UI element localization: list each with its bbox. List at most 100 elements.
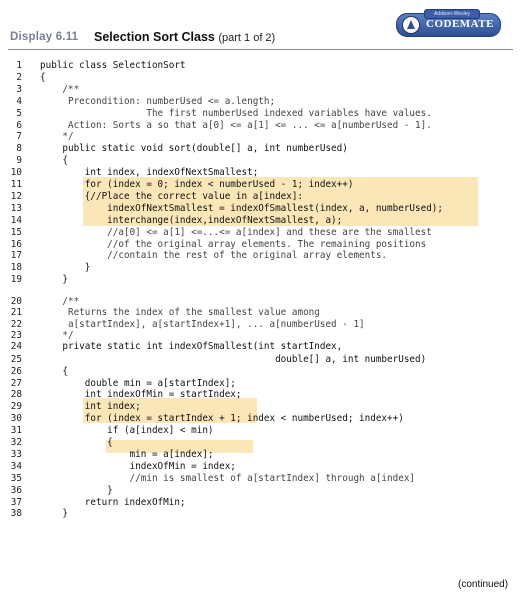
line-number: 18 bbox=[10, 262, 22, 274]
line-number: 16 bbox=[10, 238, 22, 250]
line-number: 15 bbox=[10, 226, 22, 238]
code-text: public class SelectionSort bbox=[40, 60, 186, 71]
code-text: } bbox=[40, 484, 113, 496]
code-line: 36 } bbox=[0, 485, 521, 497]
code-line: 14 interchange(index,indexOfNextSmallest… bbox=[0, 215, 521, 227]
code-line: 8 public static void sort(double[] a, in… bbox=[0, 143, 521, 155]
code-text: for (index = startIndex + 1; index < num… bbox=[40, 413, 404, 425]
code-line: 4 Precondition: numberUsed <= a.length; bbox=[0, 96, 521, 108]
code-text: int index, indexOfNextSmallest; bbox=[40, 167, 259, 179]
code-line: 9 { bbox=[0, 155, 521, 167]
header-rule bbox=[8, 49, 513, 50]
code-text: } bbox=[40, 508, 68, 520]
line-number: 25 bbox=[10, 353, 22, 365]
code-line: 5 The first numberUsed indexed variables… bbox=[0, 108, 521, 120]
code-line: 2{ bbox=[0, 72, 521, 84]
code-line: 37 return indexOfMin; bbox=[0, 497, 521, 509]
code-text: double min = a[startIndex]; bbox=[40, 377, 236, 389]
line-number: 21 bbox=[10, 307, 22, 319]
code-text: indexOfNextSmallest = indexOfSmallest(in… bbox=[40, 202, 443, 214]
code-text: { bbox=[40, 71, 46, 83]
code-line: 19 } bbox=[0, 274, 521, 286]
code-line: 28 int indexOfMin = startIndex; bbox=[0, 389, 521, 401]
code-text: int indexOfMin = startIndex; bbox=[40, 389, 242, 401]
code-line: 33 min = a[index]; bbox=[0, 449, 521, 461]
code-line: 24 private static int indexOfSmallest(in… bbox=[0, 341, 521, 353]
code-text: The first numberUsed indexed variables h… bbox=[40, 107, 432, 119]
code-line: 21 Returns the index of the smallest val… bbox=[0, 307, 521, 319]
code-line: 11 for (index = 0; index < numberUsed - … bbox=[0, 179, 521, 191]
code-text: //min is smallest of a[startIndex] throu… bbox=[40, 472, 416, 484]
code-line: 12 {//Place the correct value in a[index… bbox=[0, 191, 521, 203]
code-text: Returns the index of the smallest value … bbox=[40, 307, 320, 319]
display-part: (part 1 of 2) bbox=[218, 32, 276, 44]
line-number: 2 bbox=[16, 71, 22, 83]
line-number: 30 bbox=[10, 413, 22, 425]
code-line: 10 int index, indexOfNextSmallest; bbox=[0, 167, 521, 179]
code-text: /** bbox=[40, 83, 80, 95]
line-number: 35 bbox=[10, 472, 22, 484]
code-text: /** bbox=[40, 296, 80, 308]
line-number: 23 bbox=[10, 330, 22, 341]
logo-publisher: Addison-Wesley bbox=[424, 9, 480, 19]
code-text: double[] a, int numberUsed) bbox=[40, 353, 427, 365]
code-line: 29 int index; bbox=[0, 401, 521, 413]
line-number: 4 bbox=[16, 95, 22, 107]
code-text: min = a[index]; bbox=[40, 448, 214, 460]
line-number: 34 bbox=[10, 460, 22, 472]
code-line: 23 */ bbox=[0, 330, 521, 342]
line-number: 37 bbox=[10, 496, 22, 508]
display-label: Display 6.11 bbox=[10, 31, 79, 43]
code-text: */ bbox=[40, 330, 74, 341]
line-number: 5 bbox=[16, 107, 22, 119]
continued-label: (continued) bbox=[458, 579, 509, 590]
code-line: 17 //contain the rest of the original ar… bbox=[0, 250, 521, 262]
line-number: 1 bbox=[16, 60, 22, 71]
line-number: 3 bbox=[16, 83, 22, 95]
code-text: { bbox=[40, 437, 113, 448]
code-text: {//Place the correct value in a[index]: bbox=[40, 190, 304, 202]
line-number: 32 bbox=[10, 437, 22, 448]
code-line: 1 public class SelectionSort bbox=[0, 60, 521, 72]
code-text: indexOfMin = index; bbox=[40, 460, 236, 472]
code-line: 20 /** bbox=[0, 296, 521, 308]
line-number: 9 bbox=[16, 155, 22, 167]
line-number: 10 bbox=[10, 167, 22, 179]
line-number: 11 bbox=[10, 179, 22, 190]
highlight-for-init bbox=[106, 440, 253, 453]
code-text: int index; bbox=[40, 401, 141, 413]
code-text: if (a[index] < min) bbox=[40, 425, 214, 437]
code-text: a[startIndex], a[startIndex+1], ... a[nu… bbox=[40, 318, 365, 330]
line-number: 14 bbox=[10, 214, 22, 226]
code-line: 7 */ bbox=[0, 131, 521, 143]
code-text: } bbox=[40, 262, 91, 274]
display-header: Display 6.11 Selection Sort Class (part … bbox=[8, 22, 512, 48]
code-line: 31 if (a[index] < min) bbox=[0, 425, 521, 437]
code-line: 22 a[startIndex], a[startIndex+1], ... a… bbox=[0, 319, 521, 331]
code-line: 32 { bbox=[0, 437, 521, 449]
code-line: 6 Action: Sorts a so that a[0] <= a[1] <… bbox=[0, 120, 521, 132]
display-title-text: Selection Sort Class bbox=[94, 30, 215, 44]
code-line: 26 { bbox=[0, 366, 521, 378]
display-title: Selection Sort Class (part 1 of 2) bbox=[94, 30, 275, 44]
line-number: 13 bbox=[10, 202, 22, 214]
code-line: 35 //min is smallest of a[startIndex] th… bbox=[0, 473, 521, 485]
code-line: 30 for (index = startIndex + 1; index < … bbox=[0, 413, 521, 425]
line-number: 19 bbox=[10, 274, 22, 286]
line-number: 8 bbox=[16, 143, 22, 155]
code-text: return indexOfMin; bbox=[40, 496, 186, 508]
code-line: 15 //a[0] <= a[1] <=...<= a[index] and t… bbox=[0, 227, 521, 239]
code-line: 38 } bbox=[0, 508, 521, 520]
code-line: 34 indexOfMin = index; bbox=[0, 461, 521, 473]
code-line: 16 //of the original array elements. The… bbox=[0, 239, 521, 251]
line-number: 27 bbox=[10, 377, 22, 389]
logo-name: CODEMATE bbox=[426, 18, 494, 30]
code-line: 25 double[] a, int numberUsed) bbox=[0, 354, 521, 366]
line-number: 36 bbox=[10, 484, 22, 496]
code-text: Action: Sorts a so that a[0] <= a[1] <= … bbox=[40, 119, 432, 131]
code-text: public static void sort(double[] a, int … bbox=[40, 143, 348, 155]
code-text: interchange(index,indexOfNextSmallest, a… bbox=[40, 214, 343, 226]
line-number: 20 bbox=[10, 296, 22, 308]
